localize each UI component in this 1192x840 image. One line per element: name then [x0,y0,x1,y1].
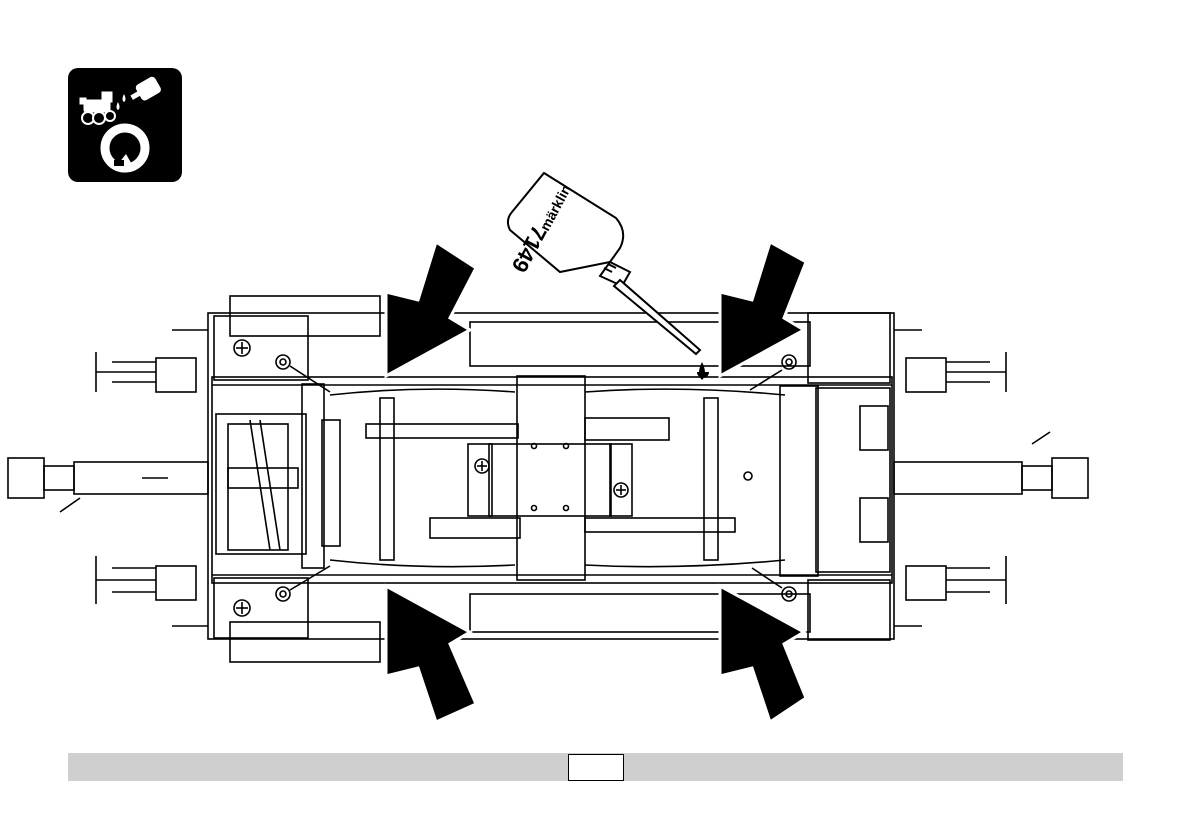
oiling-arrow-bottom-left [386,586,476,722]
oiling-arrow-bottom-right [720,586,806,722]
page-number [568,754,624,781]
oiling-arrow-top-left [386,242,476,376]
